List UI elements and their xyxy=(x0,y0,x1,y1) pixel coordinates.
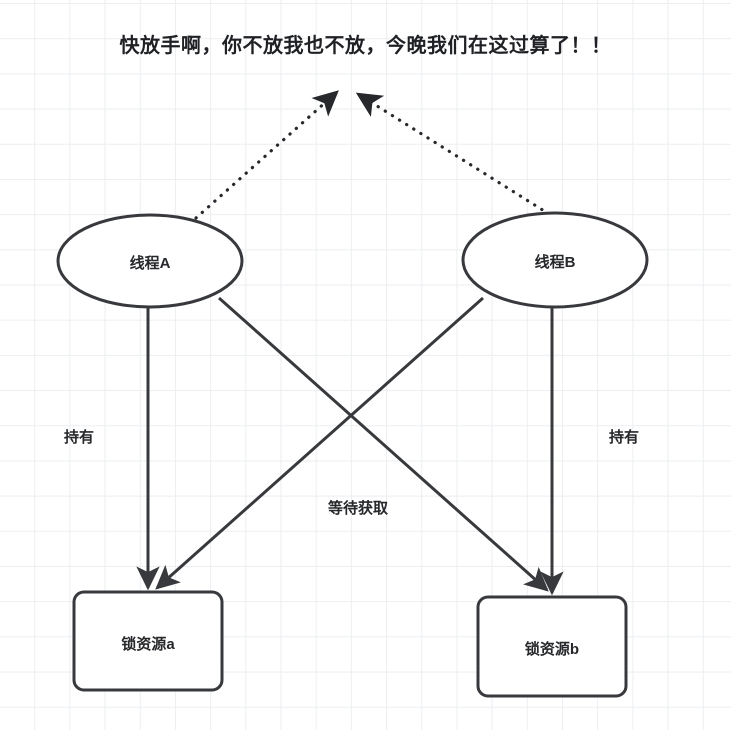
edge-label-waiting: 等待获取 xyxy=(327,500,388,517)
edge-label-a-holds: 持有 xyxy=(63,429,94,446)
edge-a-waits-lock-b-line xyxy=(218,296,549,592)
node-thread-a[interactable] xyxy=(56,213,244,309)
edge-b-waits-lock-a-line xyxy=(155,296,484,590)
diagram-title: 快放手啊，你不放我也不放，今晚我们在这过算了！！ xyxy=(119,35,612,57)
edge-a-shout xyxy=(194,90,339,220)
node-thread-b[interactable] xyxy=(461,211,649,309)
edge-a-waits-lock-b xyxy=(218,296,549,592)
edge-b-waits-lock-a xyxy=(155,296,484,590)
edge-label-b-holds: 持有 xyxy=(608,429,639,446)
node-lock-b[interactable] xyxy=(476,595,628,698)
edge-b-shout xyxy=(355,92,551,216)
edge-a-shout-line xyxy=(194,90,339,220)
edge-b-shout-line xyxy=(355,92,551,216)
node-lock-a[interactable] xyxy=(72,590,224,692)
